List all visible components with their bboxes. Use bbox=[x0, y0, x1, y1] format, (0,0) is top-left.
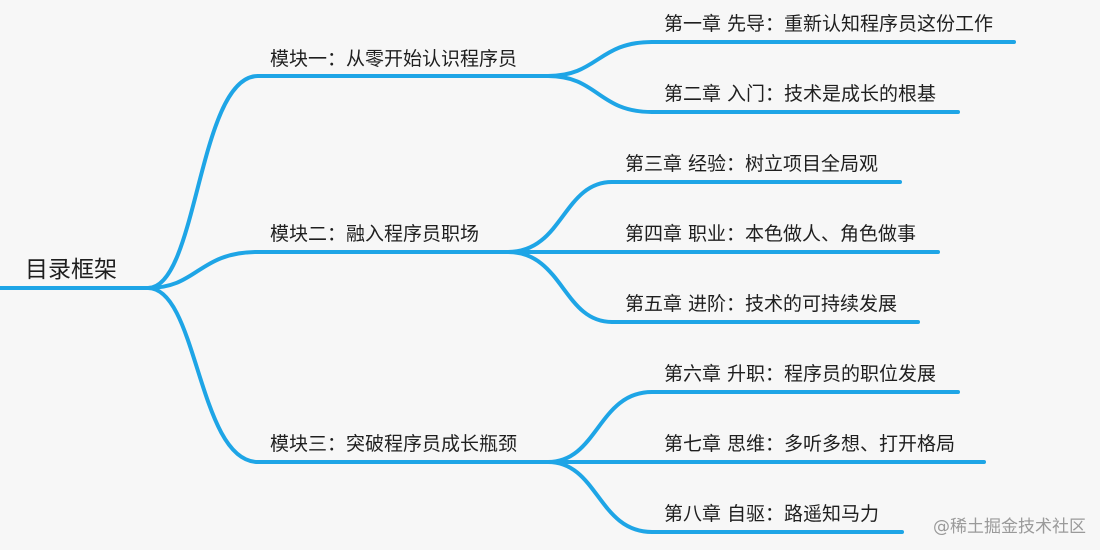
module-3-connector bbox=[146, 286, 260, 464]
module-1-connector bbox=[146, 74, 260, 290]
module-3-label: 模块三：突破程序员成长瓶颈 bbox=[270, 433, 518, 455]
chapter-5-label: 第五章 进阶：技术的可持续发展 bbox=[625, 293, 898, 315]
module-2-label: 模块二：融入程序员职场 bbox=[270, 223, 480, 245]
chapter-4-label: 第四章 职业：本色做人、角色做事 bbox=[625, 223, 917, 245]
module-2-connector bbox=[146, 250, 260, 290]
chapter-6-label: 第六章 升职：程序员的职位发展 bbox=[664, 363, 937, 385]
chapter-8-connector bbox=[546, 460, 654, 534]
chapter-5-connector bbox=[506, 250, 614, 324]
chapter-1-connector bbox=[546, 40, 654, 78]
chapter-3-label: 第三章 经验：树立项目全局观 bbox=[625, 153, 879, 175]
chapter-7-label: 第七章 思维：多听多想、打开格局 bbox=[664, 433, 956, 455]
chapter-2-connector bbox=[546, 74, 654, 114]
chapter-2-label: 第二章 入门：技术是成长的根基 bbox=[664, 83, 937, 105]
module-1-label: 模块一：从零开始认识程序员 bbox=[270, 48, 518, 70]
chapter-8-label: 第八章 自驱：路遥知马力 bbox=[664, 503, 880, 525]
watermark-text: @稀土掘金技术社区 bbox=[933, 517, 1086, 537]
chapter-1-label: 第一章 先导：重新认知程序员这份工作 bbox=[664, 13, 994, 35]
chapter-6-connector bbox=[546, 390, 654, 464]
chapter-3-connector bbox=[506, 180, 614, 254]
root-node-label: 目录框架 bbox=[25, 257, 117, 283]
